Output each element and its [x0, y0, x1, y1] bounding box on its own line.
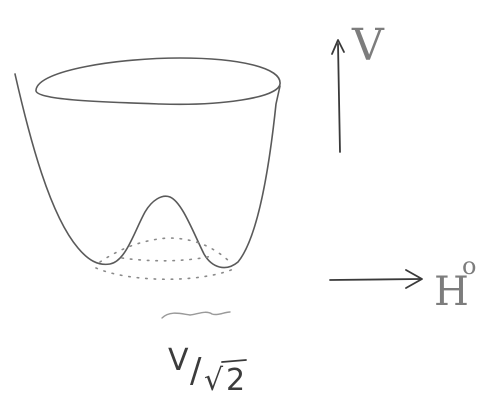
minimum-brace — [161, 311, 231, 319]
minimum-location-label: V / √ 2 — [168, 343, 247, 398]
horizontal-axis-label: H — [434, 269, 469, 315]
potential-surface-profile — [14, 73, 281, 269]
vertical-axis-arrowhead — [331, 39, 345, 55]
minimum-trough-dotted-front — [95, 267, 237, 281]
horizontal-axis-line — [329, 278, 421, 281]
minimum-label-radical: √ — [204, 363, 224, 398]
horizontal-axis-arrowhead — [405, 269, 423, 289]
minimum-trough-dotted-mid — [121, 255, 213, 262]
minimum-label-radical-bar — [221, 359, 247, 363]
vertical-axis-label: V — [351, 20, 385, 71]
horizontal-axis-superscript: o — [462, 252, 476, 280]
minimum-label-slash: / — [190, 351, 202, 391]
minimum-label-radicand: 2 — [226, 363, 245, 398]
potential-rim-ellipse — [35, 57, 281, 106]
minimum-label-numerator: V — [168, 343, 189, 378]
vertical-axis-line — [337, 43, 341, 153]
